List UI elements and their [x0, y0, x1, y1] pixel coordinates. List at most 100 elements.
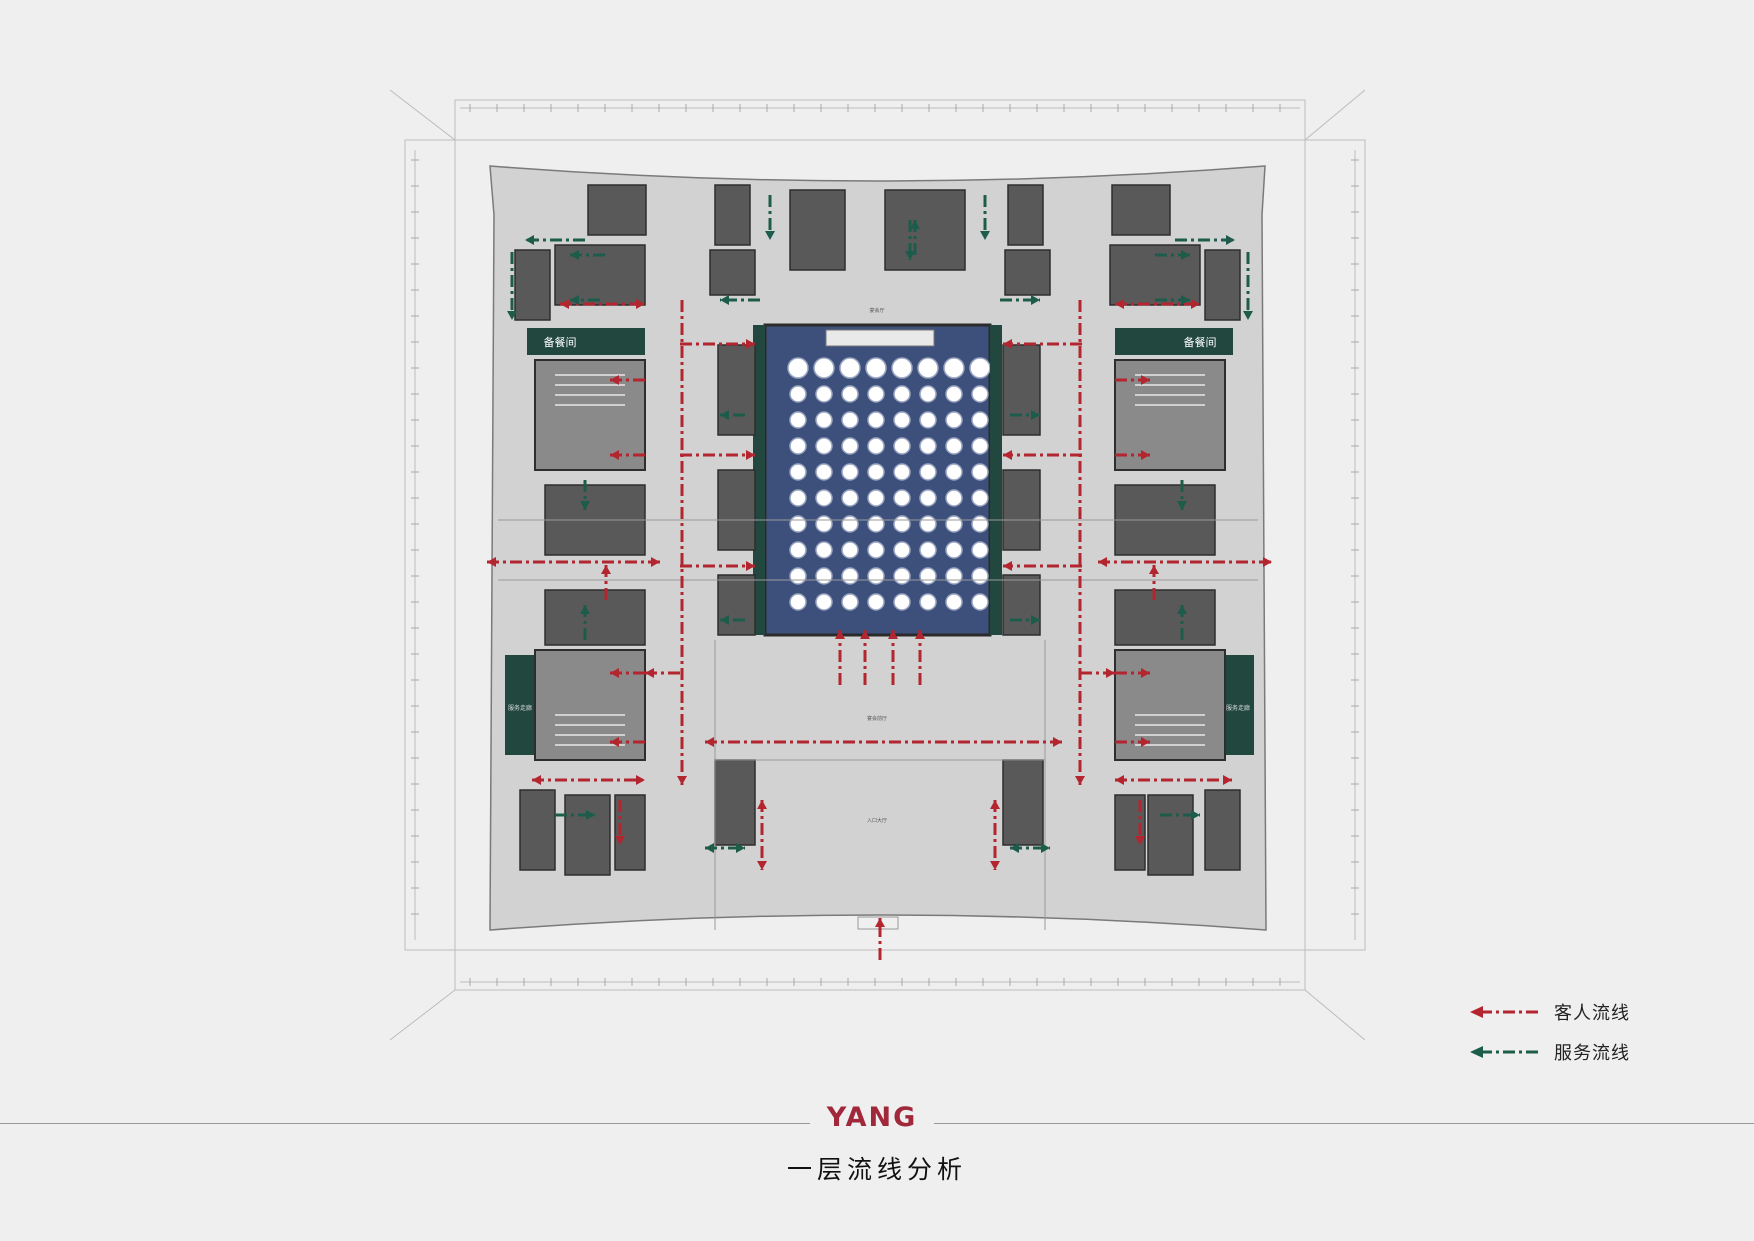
legend-service-flow-label: 服务流线	[1554, 1043, 1630, 1064]
banquet-table	[867, 463, 885, 481]
banquet-table	[789, 567, 807, 585]
service-flow-head	[1181, 295, 1190, 305]
banquet-table	[815, 437, 833, 455]
service-flow-head	[1010, 843, 1019, 853]
service-flow-head	[580, 605, 590, 614]
service-flow-head	[720, 615, 729, 625]
guest-flow-head	[601, 565, 611, 574]
banquet-table	[971, 489, 989, 507]
banquet-table	[815, 411, 833, 429]
banquet-table	[919, 567, 937, 585]
banquet-table	[971, 411, 989, 429]
plan-text-labels: 备餐间 备餐间 服务走廊 服务走廊 宴会前厅 入口大厅 宴会厅	[508, 307, 1250, 824]
guest-flow-head	[1263, 557, 1272, 567]
banquet-table	[867, 489, 885, 507]
guest-flow-head	[1053, 737, 1062, 747]
guest-flow-head	[835, 630, 845, 639]
banquet-table	[867, 567, 885, 585]
banquet-table	[789, 489, 807, 507]
banquet-table	[841, 463, 859, 481]
banquet-table	[789, 411, 807, 429]
service-flow-head	[570, 295, 579, 305]
service-flow-head	[1177, 501, 1187, 510]
service-flow-head	[910, 220, 920, 229]
banquet-table	[971, 385, 989, 403]
banquet-table	[815, 593, 833, 611]
banquet-table	[867, 437, 885, 455]
service-flow-head	[905, 251, 915, 260]
guest-flow-head	[1003, 561, 1012, 571]
service-flow-head	[1191, 810, 1200, 820]
banquet-table	[893, 515, 911, 533]
banquet-table	[917, 357, 939, 379]
guest-flow-head	[560, 299, 569, 309]
guest-flow-head	[651, 557, 660, 567]
banquet-table	[945, 541, 963, 559]
banquet-table	[789, 593, 807, 611]
banquet-table	[815, 541, 833, 559]
banquet-table	[893, 593, 911, 611]
guest-flow-head	[915, 630, 925, 639]
guest-flow-head	[1141, 737, 1150, 747]
banquet-table	[815, 463, 833, 481]
banquet-table	[893, 567, 911, 585]
guest-flow-head	[757, 800, 767, 809]
label-service-corridor-left: 服务走廊	[508, 704, 532, 712]
banquet-table	[789, 385, 807, 403]
banquet-table	[841, 593, 859, 611]
page-title: 一层流线分析	[786, 1155, 967, 1184]
banquet-table	[945, 463, 963, 481]
dimension-ticks-top	[411, 104, 1359, 986]
service-flow-head	[1031, 615, 1040, 625]
banquet-table	[839, 357, 861, 379]
banquet-table	[971, 593, 989, 611]
guest-flow-head	[636, 775, 645, 785]
service-flow-head	[570, 250, 579, 260]
label-banquet-hall: 宴会厅	[869, 307, 884, 314]
guest-flow-head	[1141, 375, 1150, 385]
guest-flow-head	[487, 557, 496, 567]
banquet-table	[945, 515, 963, 533]
guest-flow-head	[1115, 299, 1124, 309]
banquet-tables	[787, 357, 991, 611]
service-areas	[505, 325, 1254, 755]
banquet-table	[893, 489, 911, 507]
banquet-table	[969, 357, 991, 379]
banquet-table	[789, 463, 807, 481]
label-entrance-hall: 入口大厅	[867, 817, 887, 824]
service-flow-head	[1031, 410, 1040, 420]
banquet-table	[789, 541, 807, 559]
service-flow-head	[705, 843, 714, 853]
guest-flow-head	[990, 861, 1000, 870]
label-lobby: 宴会前厅	[867, 715, 887, 722]
legend-guest-flow-label: 客人流线	[1554, 1003, 1630, 1024]
guest-flow-head	[610, 375, 619, 385]
banquet-table	[867, 515, 885, 533]
banquet-table	[841, 567, 859, 585]
service-flow-head	[1243, 311, 1253, 320]
guest-flow-icon	[1470, 1006, 1538, 1018]
service-flow-head	[1181, 250, 1190, 260]
guest-flow-head	[860, 630, 870, 639]
service-flow-head	[736, 843, 745, 853]
banquet-table	[841, 411, 859, 429]
guest-flow-head	[888, 630, 898, 639]
banquet-table	[945, 593, 963, 611]
banquet-table	[841, 385, 859, 403]
banquet-table	[971, 463, 989, 481]
service-flow-head	[586, 810, 595, 820]
banquet-table	[971, 541, 989, 559]
lobby-lines	[498, 519, 1258, 930]
service-flow-head	[1226, 235, 1235, 245]
guest-flow-head	[746, 450, 755, 460]
service-flow-icon	[1470, 1046, 1538, 1058]
footer-divider-right	[934, 1123, 1754, 1124]
banquet-table	[815, 385, 833, 403]
footer-divider-left	[0, 1123, 810, 1124]
guest-flow-head	[875, 918, 885, 927]
banquet-table	[787, 357, 809, 379]
banquet-table	[945, 489, 963, 507]
legend-service-flow: 服务流线	[1470, 1037, 1710, 1067]
banquet-table	[919, 515, 937, 533]
service-flow-head	[720, 295, 729, 305]
